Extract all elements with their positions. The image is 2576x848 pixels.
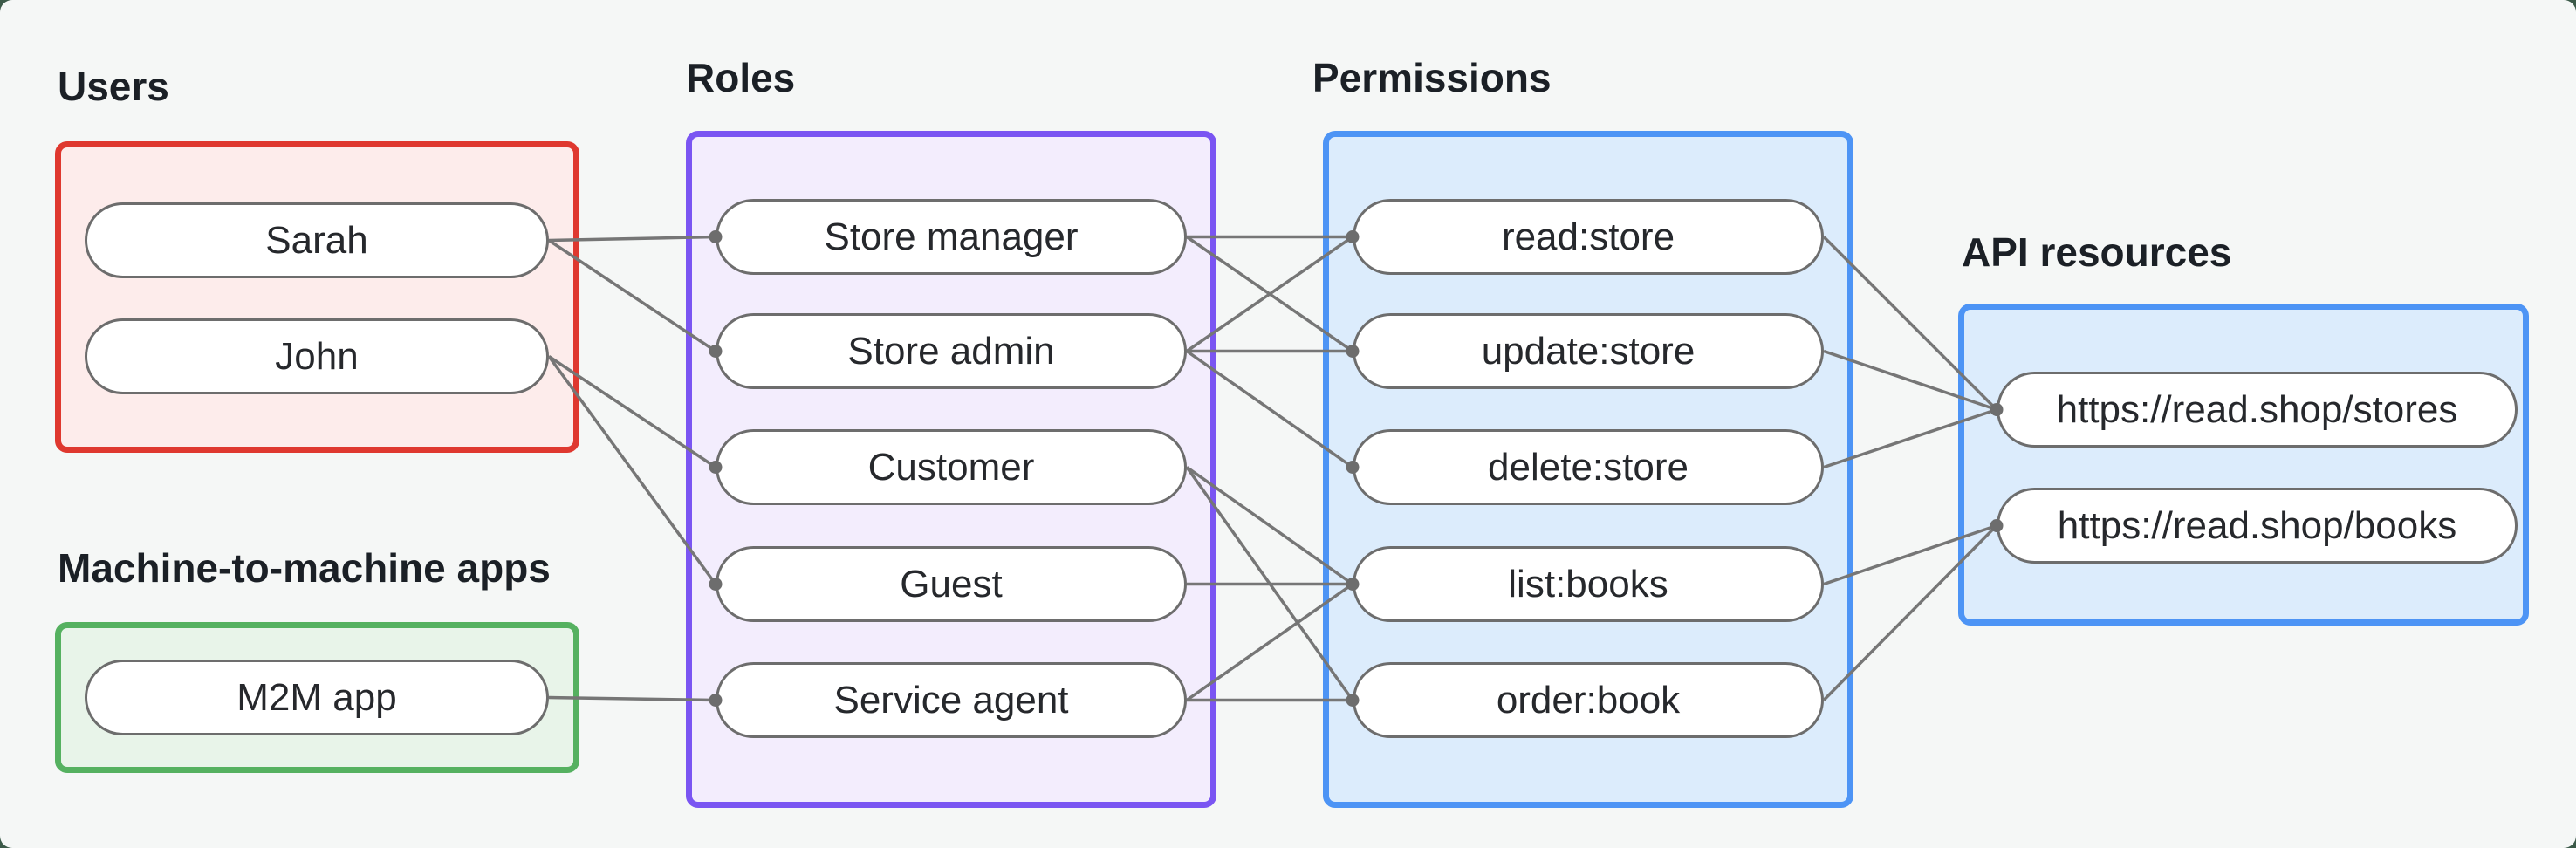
node-store-manager: Store manager	[716, 199, 1187, 275]
node-label-customer: Customer	[867, 445, 1035, 489]
node-label-update-store: update:store	[1481, 329, 1696, 373]
node-label-delete-store: delete:store	[1488, 445, 1689, 489]
node-service-agent: Service agent	[716, 662, 1187, 738]
node-label-books: https://read.shop/books	[2057, 503, 2457, 547]
node-label-read-store: read:store	[1501, 215, 1675, 258]
node-guest: Guest	[716, 546, 1187, 622]
node-list-books: list:books	[1353, 546, 1824, 622]
group-label-roles: Roles	[686, 55, 796, 100]
node-stores: https://read.shop/stores	[1997, 372, 2518, 448]
group-users	[55, 141, 579, 453]
node-label-service-agent: Service agent	[833, 678, 1069, 721]
node-order-book: order:book	[1353, 662, 1824, 738]
node-label-john: John	[275, 334, 359, 378]
node-john: John	[85, 318, 549, 394]
node-sarah: Sarah	[85, 202, 549, 278]
node-store-admin: Store admin	[716, 313, 1187, 389]
node-label-stores: https://read.shop/stores	[2056, 387, 2458, 431]
node-label-sarah: Sarah	[265, 218, 368, 262]
group-label-users: Users	[58, 64, 169, 109]
node-delete-store: delete:store	[1353, 429, 1824, 505]
node-customer: Customer	[716, 429, 1187, 505]
node-label-list-books: list:books	[1508, 562, 1668, 605]
node-read-store: read:store	[1353, 199, 1824, 275]
node-m2m-app: M2M app	[85, 660, 549, 735]
node-update-store: update:store	[1353, 313, 1824, 389]
node-label-store-admin: Store admin	[847, 329, 1055, 373]
group-label-api-resources: API resources	[1962, 229, 2232, 275]
node-label-order-book: order:book	[1496, 678, 1681, 721]
group-label-permissions: Permissions	[1312, 55, 1552, 100]
group-api-resources	[1958, 304, 2529, 626]
group-label-m2m-apps: Machine-to-machine apps	[58, 545, 551, 591]
node-books: https://read.shop/books	[1997, 488, 2518, 564]
node-label-guest: Guest	[900, 562, 1003, 605]
node-label-m2m-app: M2M app	[236, 675, 397, 719]
node-label-store-manager: Store manager	[824, 215, 1079, 258]
